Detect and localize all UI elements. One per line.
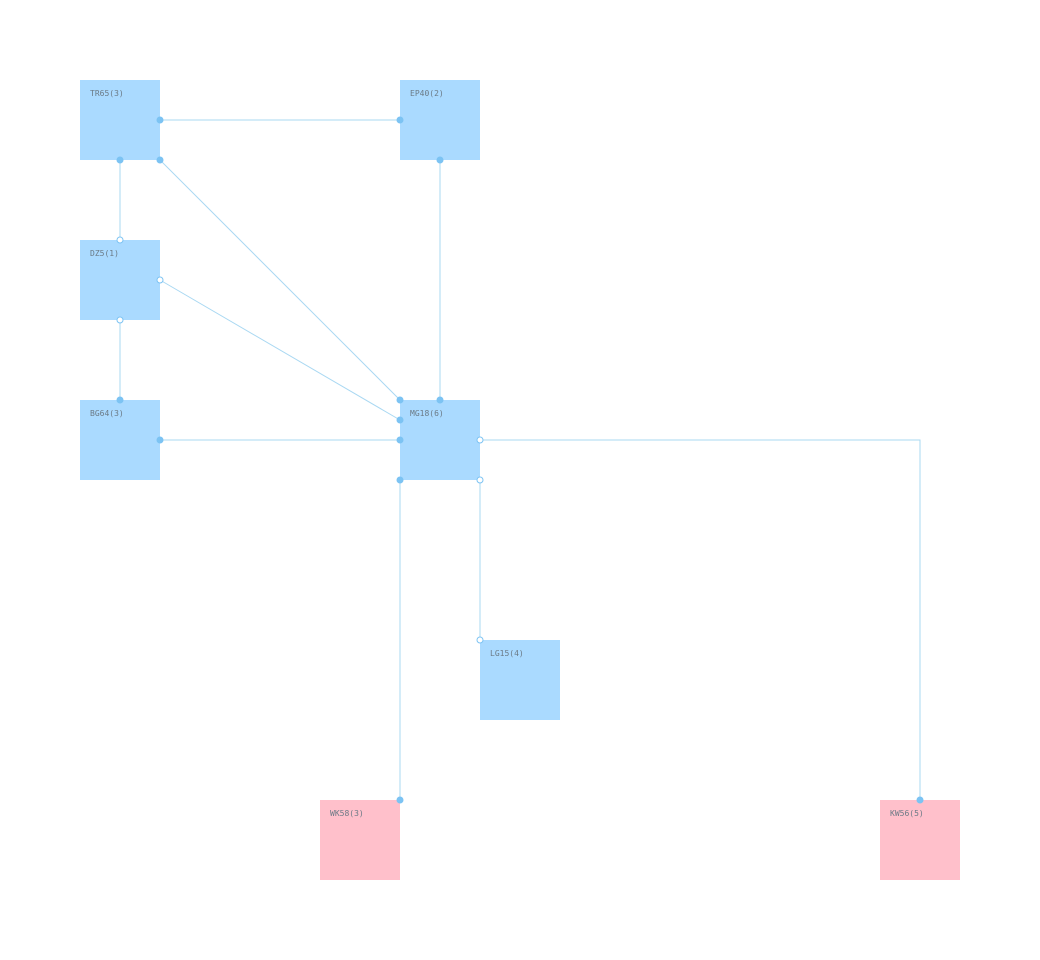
port-dz5-mg18-start[interactable] [156,276,164,284]
node-box[interactable] [320,800,400,880]
node-box[interactable] [400,80,480,160]
node-lg15[interactable]: LG15(4) [480,640,560,720]
node-label: WK58(3) [330,809,364,818]
node-kw56[interactable]: KW56(5) [880,800,960,880]
port-dz5-mg18-end[interactable] [396,416,404,424]
edges-layer [119,119,921,800]
port-tr65-mg18-start[interactable] [156,156,164,164]
port-dz5-bg64-start[interactable] [116,316,124,324]
node-label: LG15(4) [490,649,524,658]
port-mg18-wk58-end[interactable] [396,796,404,804]
port-mg18-wk58-start[interactable] [396,476,404,484]
port-tr65-mg18-end[interactable] [396,396,404,404]
port-mg18-lg15-end[interactable] [476,636,484,644]
node-label: BG64(3) [90,409,124,418]
node-box[interactable] [400,400,480,480]
ports-layer [116,116,924,804]
node-dz5[interactable]: DZ5(1) [80,240,160,320]
port-mg18-kw56-start[interactable] [476,436,484,444]
edge-dz5-mg18[interactable] [159,279,401,421]
port-bg64-mg18-end[interactable] [396,436,404,444]
node-box[interactable] [80,240,160,320]
node-label: MG18(6) [410,409,444,418]
port-tr65-dz5-start[interactable] [116,156,124,164]
edge-mg18-kw56[interactable] [480,439,921,800]
node-bg64[interactable]: BG64(3) [80,400,160,480]
port-bg64-mg18-start[interactable] [156,436,164,444]
node-label: EP40(2) [410,89,444,98]
node-box[interactable] [880,800,960,880]
port-mg18-lg15-start[interactable] [476,476,484,484]
port-tr65-dz5-end[interactable] [116,236,124,244]
port-mg18-kw56-end[interactable] [916,796,924,804]
port-ep40-mg18-start[interactable] [436,156,444,164]
port-ep40-mg18-end[interactable] [436,396,444,404]
node-label: DZ5(1) [90,249,119,258]
edge-tr65-mg18[interactable] [159,159,401,401]
node-label: KW56(5) [890,809,924,818]
port-tr65-ep40-end[interactable] [396,116,404,124]
node-box[interactable] [80,400,160,480]
node-label: TR65(3) [90,89,124,98]
node-tr65[interactable]: TR65(3) [80,80,160,160]
node-wk58[interactable]: WK58(3) [320,800,400,880]
port-tr65-ep40-start[interactable] [156,116,164,124]
node-box[interactable] [480,640,560,720]
port-dz5-bg64-end[interactable] [116,396,124,404]
nodes-layer: TR65(3) EP40(2) DZ5(1) BG64(3) MG18(6) LG15(4… [80,80,960,880]
node-box[interactable] [80,80,160,160]
node-ep40[interactable]: EP40(2) [400,80,480,160]
node-mg18[interactable]: MG18(6) [400,400,480,480]
